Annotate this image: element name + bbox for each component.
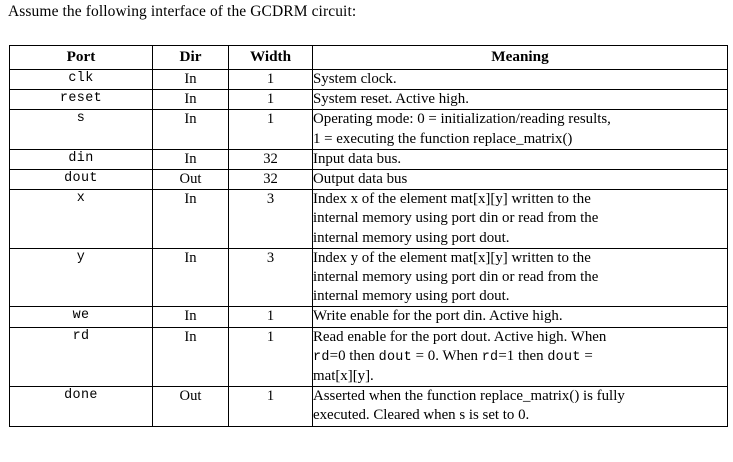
table-header-row: Port Dir Width Meaning	[9, 45, 728, 70]
cell-meaning: Asserted when the function replace_matri…	[312, 386, 728, 427]
signal-token: dout	[378, 349, 412, 365]
meaning-text: =	[580, 347, 593, 364]
intro-paragraph: Assume the following interface of the GC…	[8, 3, 357, 20]
meaning-text: =1 then	[498, 347, 548, 364]
meaning-line: Operating mode: 0 = initialization/readi…	[313, 111, 611, 128]
meaning-line: internal memory using port din or read f…	[313, 269, 599, 286]
meaning-line: executed. Cleared when s is set to 0.	[313, 407, 530, 424]
cell-width: 3	[228, 189, 313, 249]
cell-direction: In	[152, 109, 229, 150]
meaning-line: Output data bus	[313, 171, 408, 188]
column-header-width: Width	[228, 45, 313, 70]
cell-width: 32	[228, 148, 313, 171]
cell-width: 1	[228, 109, 313, 150]
cell-port-name: done	[9, 386, 153, 427]
cell-direction: In	[152, 189, 229, 249]
cell-direction: Out	[152, 169, 229, 191]
cell-width: 1	[228, 326, 313, 388]
cell-direction: In	[152, 247, 229, 308]
cell-port-name: clk	[9, 68, 153, 91]
cell-width: 1	[228, 89, 313, 111]
cell-port-name: reset	[9, 89, 153, 111]
meaning-line: Input data bus.	[313, 150, 402, 167]
meaning-text: Read enable for the port dout. Active hi…	[313, 328, 607, 345]
signal-token: rd	[481, 349, 499, 365]
cell-width: 1	[228, 386, 313, 427]
cell-meaning: Index y of the element mat[x][y] written…	[312, 247, 728, 308]
cell-direction: In	[152, 68, 229, 91]
cell-direction: In	[152, 89, 229, 111]
cell-meaning: Read enable for the port dout. Active hi…	[312, 326, 728, 388]
column-header-dir: Dir	[152, 45, 229, 70]
meaning-line: Index x of the element mat[x][y] written…	[313, 191, 591, 208]
cell-port-name: y	[9, 247, 153, 308]
cell-meaning: System reset. Active high.	[312, 89, 728, 111]
cell-direction: Out	[152, 386, 229, 427]
meaning-line: rd=0 then dout = 0. When rd=1 then dout …	[313, 347, 727, 367]
cell-width: 1	[228, 306, 313, 328]
cell-direction: In	[152, 148, 229, 171]
cell-port-name: rd	[9, 326, 153, 388]
cell-port-name: din	[9, 148, 153, 171]
cell-width: 32	[228, 169, 313, 191]
meaning-line: Write enable for the port din. Active hi…	[313, 308, 563, 325]
signal-token: rd	[313, 349, 330, 365]
column-header-port: Port	[9, 45, 153, 70]
meaning-line: System clock.	[313, 71, 397, 87]
meaning-line: 1 = executing the function replace_matri…	[313, 130, 573, 147]
cell-meaning: Input data bus.	[312, 148, 728, 171]
meaning-line: mat[x][y].	[313, 367, 727, 386]
cell-meaning: Write enable for the port din. Active hi…	[312, 306, 728, 328]
meaning-line: System reset. Active high.	[313, 91, 469, 108]
cell-meaning: Output data bus	[312, 169, 728, 191]
cell-port-name: x	[9, 189, 153, 249]
cell-width: 1	[228, 68, 313, 91]
meaning-text: =0 then	[329, 347, 379, 364]
meaning-line: internal memory using port dout.	[313, 229, 510, 246]
meaning-line: Read enable for the port dout. Active hi…	[313, 328, 727, 347]
cell-direction: In	[152, 306, 229, 328]
cell-direction: In	[152, 326, 229, 388]
table-head: Port Dir Width Meaning	[9, 45, 728, 70]
meaning-line: internal memory using port din or read f…	[313, 210, 599, 227]
meaning-line: internal memory using port dout.	[313, 288, 510, 305]
meaning-text: = 0. When	[411, 347, 482, 364]
cell-meaning: Operating mode: 0 = initialization/readi…	[312, 109, 728, 150]
column-header-meaning: Meaning	[312, 45, 728, 70]
meaning-line: Index y of the element mat[x][y] written…	[313, 249, 591, 266]
cell-port-name: s	[9, 109, 153, 150]
meaning-text: mat[x][y].	[313, 368, 374, 385]
signal-token: dout	[547, 349, 581, 365]
cell-meaning: System clock.	[312, 68, 728, 91]
cell-width: 3	[228, 247, 313, 308]
cell-port-name: we	[9, 306, 153, 328]
cell-port-name: dout	[9, 169, 153, 191]
meaning-line: Asserted when the function replace_matri…	[313, 388, 625, 405]
cell-meaning: Index x of the element mat[x][y] written…	[312, 189, 728, 249]
